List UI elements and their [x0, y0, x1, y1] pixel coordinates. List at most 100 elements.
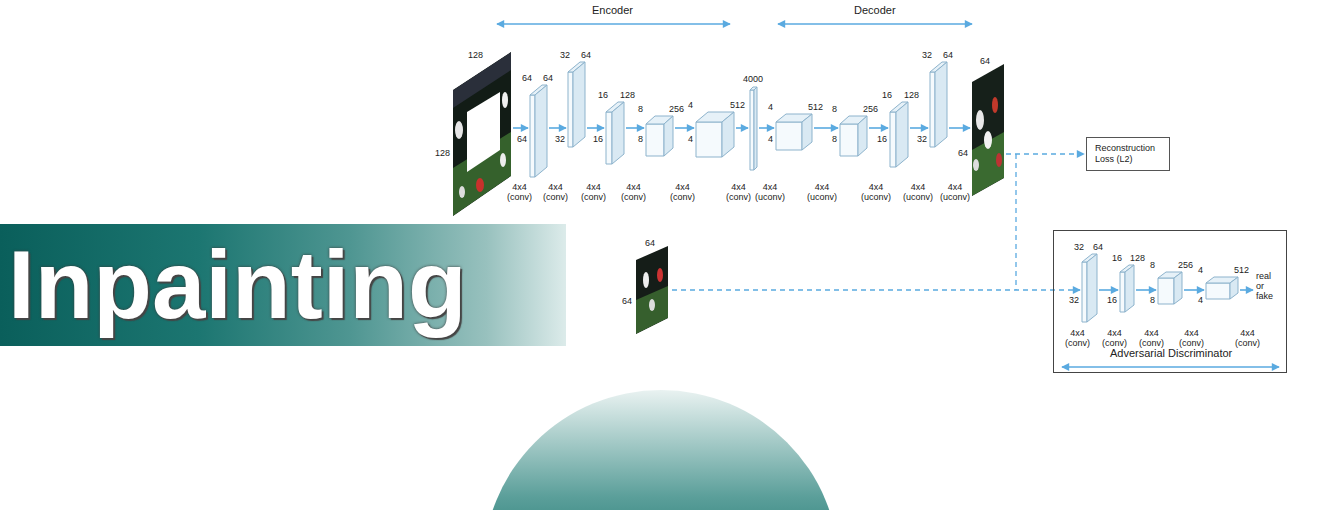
dimension-label: 16	[598, 90, 608, 100]
real-sample-image	[634, 244, 670, 336]
layer-op-label: 4x4 (uconv)	[903, 182, 933, 202]
decor-semicircle	[483, 390, 839, 510]
dimension-label: 32	[560, 50, 570, 60]
dimension-label: 128	[620, 90, 635, 100]
dimension-label: 16	[593, 134, 603, 144]
layer-op-label: 4x4 (conv)	[1102, 328, 1127, 348]
layer-block	[776, 114, 812, 150]
dashed-paths	[672, 154, 1084, 290]
dimension-label: 128	[904, 90, 919, 100]
output-label: real or fake	[1256, 271, 1273, 301]
dimension-label: 8	[638, 104, 643, 114]
dimension-label: 64	[543, 73, 553, 83]
dimension-label: 64	[645, 238, 655, 248]
dimension-label: 16	[882, 90, 892, 100]
bottleneck-block	[750, 87, 757, 170]
dimension-label: 512	[1234, 265, 1249, 275]
dimension-label: 128	[1130, 253, 1145, 263]
layer-op-label: 4x4 (conv)	[726, 182, 751, 202]
dimension-label: 512	[730, 100, 745, 110]
layer-op-label: 4x4 (conv)	[1139, 328, 1164, 348]
layer-op-label: 4x4 (uconv)	[807, 182, 837, 202]
layer-op-label: 4x4 (conv)	[1179, 328, 1204, 348]
dimension-label: 4000	[743, 74, 763, 84]
dimension-label: 8	[832, 134, 837, 144]
dimension-label: 16	[877, 134, 887, 144]
layer-block	[1082, 254, 1097, 322]
dimension-label: 32	[922, 50, 932, 60]
dimension-label: 8	[1150, 260, 1155, 270]
loss-feed-line	[1006, 153, 1084, 154]
dimension-label: 4	[1198, 265, 1203, 275]
output-image	[970, 60, 1006, 200]
discriminator-feed-line	[672, 289, 1080, 290]
layer-op-label: 4x4 (conv)	[1065, 328, 1090, 348]
dimension-label: 4	[1198, 295, 1203, 305]
dimension-label: 16	[1112, 253, 1122, 263]
layer-op-label: 4x4 (conv)	[670, 182, 695, 202]
layer-op-label: 4x4 (conv)	[581, 182, 606, 202]
dimension-label: 64	[517, 134, 527, 144]
layer-block	[930, 62, 947, 147]
dimension-label: 64	[581, 50, 591, 60]
dimension-label: 4	[768, 134, 773, 144]
dimension-label: 4	[768, 102, 773, 112]
dimension-label: 128	[468, 50, 483, 60]
section-heading: Encoder	[592, 4, 633, 17]
dimension-label: 64	[1093, 242, 1103, 252]
dimension-label: 64	[958, 148, 968, 158]
loss-box: Reconstruction Loss (L2)	[1086, 137, 1170, 171]
layer-block	[890, 102, 908, 167]
dimension-label: 4	[688, 134, 693, 144]
section-heading: Decoder	[854, 4, 896, 17]
input-image	[450, 50, 515, 220]
dimension-label: 32	[1074, 242, 1084, 252]
dimension-label: 4	[688, 100, 693, 110]
layer-block	[696, 112, 734, 157]
dimension-label: 64	[522, 73, 532, 83]
layer-op-label: 4x4 (uconv)	[755, 182, 785, 202]
dimension-label: 256	[669, 104, 684, 114]
layer-block	[530, 85, 547, 177]
layer-blocks	[530, 62, 1238, 322]
layer-block	[1120, 265, 1134, 312]
dimension-label: 64	[943, 50, 953, 60]
band-title: Inpainting	[8, 232, 467, 338]
title-band: Inpainting	[0, 224, 566, 346]
dimension-label: 256	[1178, 260, 1193, 270]
dimension-label: 256	[863, 104, 878, 114]
decoder-span-arrow	[778, 23, 972, 25]
dimension-label: 64	[980, 56, 990, 66]
dimension-label: 64	[622, 296, 632, 306]
dimension-label: 8	[638, 134, 643, 144]
layer-block	[568, 62, 585, 147]
header-arrows	[497, 23, 972, 25]
loss-text: Reconstruction Loss (L2)	[1095, 143, 1161, 165]
layer-block	[646, 116, 673, 156]
layer-op-label: 4x4 (uconv)	[940, 182, 970, 202]
dimension-label: 8	[1150, 295, 1155, 305]
layer-block	[840, 116, 867, 156]
branch-line	[1015, 154, 1016, 290]
layer-op-label: 4x4 (uconv)	[861, 182, 891, 202]
discriminator-title: Adversarial Discriminator	[1110, 347, 1232, 360]
layer-block	[606, 102, 624, 164]
layer-block	[1158, 272, 1182, 304]
dimension-label: 512	[808, 102, 823, 112]
dimension-label: 32	[917, 134, 927, 144]
layer-block	[1206, 277, 1238, 299]
dimension-label: 32	[1069, 295, 1079, 305]
layer-op-label: 4x4 (conv)	[543, 182, 568, 202]
discriminator-span-arrow	[1062, 366, 1279, 368]
flow-arrows	[513, 128, 1253, 290]
layer-op-label: 4x4 (conv)	[507, 182, 532, 202]
dimension-label: 8	[832, 104, 837, 114]
discriminator-box: real or fakeAdversarial Discriminator	[1053, 230, 1287, 373]
encoder-span-arrow	[497, 23, 730, 25]
dimension-label: 128	[435, 148, 450, 158]
dimension-label: 32	[555, 134, 565, 144]
layer-op-label: 4x4 (conv)	[621, 182, 646, 202]
dimension-label: 16	[1107, 295, 1117, 305]
layer-op-label: 4x4 (conv)	[1235, 328, 1260, 348]
